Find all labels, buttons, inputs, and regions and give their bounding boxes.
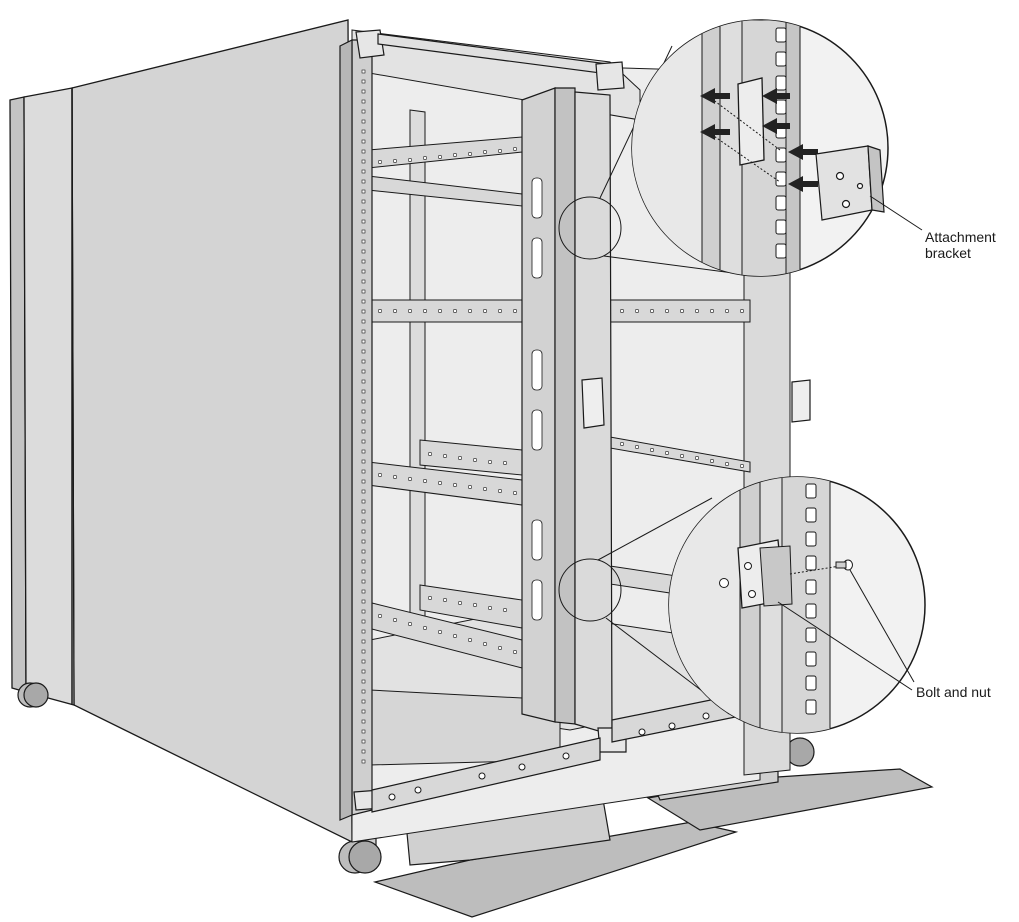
left-side-panel	[9, 19, 353, 844]
inset-post-face	[719, 20, 743, 276]
bolt-leader-1	[849, 569, 915, 683]
front-left-post-face	[351, 39, 373, 816]
bolt	[835, 559, 853, 571]
side-panel-face	[71, 19, 353, 844]
bolt-inset-rail-square-holes	[805, 483, 817, 715]
top-left-corner-clip	[355, 29, 385, 59]
top-right-corner-clip	[595, 61, 625, 91]
rail-perforations	[377, 147, 744, 654]
inset-post-side	[701, 20, 721, 276]
attachment-bracket-label-line2: bracket	[925, 245, 971, 261]
rear-post-latch	[791, 379, 811, 423]
side-panel-edge-strip	[9, 96, 27, 693]
inset-bracket-plate	[737, 77, 765, 166]
horizontal-rails	[367, 136, 751, 669]
attachment-bracket-label-line1: Attachment	[925, 229, 996, 245]
attachment-bracket-label: Attachment bracket	[925, 229, 996, 261]
side-panel-back-column	[23, 87, 75, 706]
inset-rail-edge	[785, 20, 801, 276]
center-front-vertical-post	[521, 87, 811, 753]
bottom-detail-marker	[558, 558, 622, 622]
bolt-leader-2	[777, 601, 913, 691]
bolt-and-nut-label: Bolt and nut	[916, 684, 991, 700]
inset-insertion-arrows	[700, 88, 818, 192]
front-left-vertical-post	[339, 29, 385, 821]
bottom-detail-inset	[668, 476, 926, 734]
front-left-caster	[338, 837, 382, 874]
center-post-slots	[531, 177, 543, 621]
center-post-latch	[581, 377, 605, 429]
rear-left-caster	[17, 682, 49, 708]
top-detail-marker	[558, 196, 622, 260]
nut	[719, 578, 729, 588]
front-left-post-holes	[361, 69, 366, 764]
bolt-and-nut-label-text: Bolt and nut	[916, 684, 991, 700]
attachment-bracket-part	[815, 145, 885, 221]
top-crossbar	[377, 33, 625, 91]
front-left-post-side	[339, 39, 353, 821]
attachment-bracket-leader	[869, 195, 923, 231]
center-post-face-mid	[554, 87, 576, 725]
middle-back-post	[409, 109, 426, 701]
